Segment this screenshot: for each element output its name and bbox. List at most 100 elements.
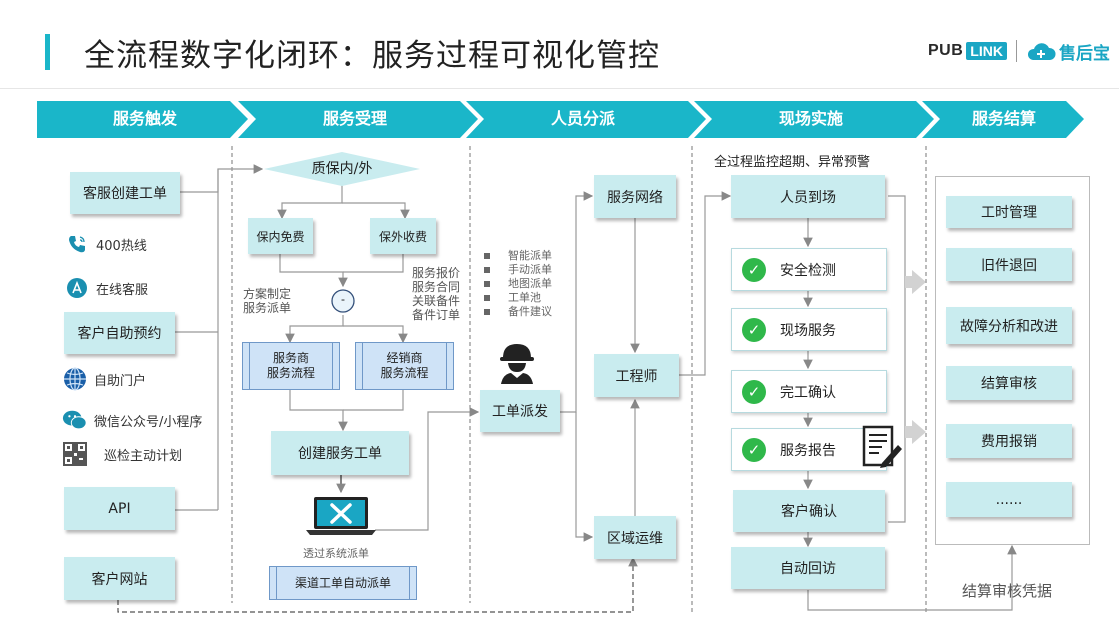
kefu-create-order: 客服创建工单	[70, 172, 180, 214]
stage-service-trigger: 服务触发	[112, 109, 177, 128]
completion-confirm-label: 完工确认	[780, 384, 836, 401]
decision-diamond	[264, 152, 420, 186]
note-parts-order: 备件订单	[412, 308, 461, 322]
strategy-pool: 工单池	[508, 291, 541, 304]
stage-settlement: 服务结算	[971, 109, 1036, 128]
settle-labor-hours: 工时管理	[946, 196, 1072, 228]
online-label: 在线客服	[96, 282, 149, 298]
merge-node	[331, 289, 355, 313]
logo-pub: PUB	[928, 42, 964, 59]
onsite-service: ✓ 现场服务	[731, 308, 887, 351]
safety-check-label: 安全检测	[780, 262, 836, 279]
stage-chevron-1	[37, 101, 248, 138]
strategy-parts: 备件建议	[508, 305, 552, 318]
provider-flow-line2: 服务流程	[266, 366, 315, 380]
customer-self-booking: 客户自助预约	[64, 312, 175, 354]
monitor-note: 全过程监控超期、异常预警	[714, 155, 871, 170]
check-icon: ✓	[742, 317, 766, 342]
safety-check: ✓ 安全检测	[731, 248, 887, 291]
settle-audit: 结算审核	[946, 366, 1072, 400]
stage-chevron-3	[466, 101, 706, 138]
dispatch-strategy-list: 智能派单 手动派单 地图派单 工单池 备件建议	[484, 249, 552, 319]
patrol-label: 巡检主动计划	[104, 448, 183, 464]
laptop-tools-icon	[306, 495, 376, 542]
settlement-basis: 结算审核凭据	[962, 582, 1053, 600]
channel-wechat: 微信公众号/小程序	[62, 407, 202, 433]
settle-fault-analysis: 故障分析和改进	[946, 307, 1072, 344]
onsite-service-label: 现场服务	[780, 322, 836, 339]
strategy-item: 智能派单	[484, 249, 552, 263]
note-parts: 关联备件	[412, 294, 461, 308]
header-divider	[0, 88, 1119, 89]
service-report-label: 服务报告	[780, 442, 836, 459]
completion-confirm: ✓ 完工确认	[731, 370, 887, 413]
dealer-flow-line1: 经销商	[386, 351, 423, 365]
brand-logo: PUB LINK 售后宝	[928, 36, 1110, 66]
note-quote: 服务报价	[412, 266, 461, 280]
system-dispatch-note: 透过系统派单	[303, 547, 369, 560]
wechat-icon	[62, 407, 88, 433]
service-report: ✓ 服务报告	[731, 428, 887, 471]
create-service-order: 创建服务工单	[271, 431, 409, 475]
stage-chevron-2	[238, 101, 478, 138]
portal-label: 自助门户	[94, 373, 147, 389]
order-dispatch: 工单派发	[480, 390, 560, 432]
settle-arrow-bottom	[905, 420, 926, 444]
note-contract: 服务合同	[412, 280, 461, 294]
logo-cn: 售后宝	[1058, 43, 1110, 63]
check-icon: ✓	[742, 379, 766, 404]
strategy-smart: 智能派单	[508, 249, 552, 262]
note-dispatch: 服务派单	[243, 301, 292, 315]
strategy-item: 备件建议	[484, 305, 552, 319]
wechat-label: 微信公众号/小程序	[94, 414, 203, 430]
phone-icon	[64, 231, 90, 257]
note-plan: 方案制定	[243, 287, 292, 301]
dealer-flow-line2: 服务流程	[380, 366, 429, 380]
channel-auto-dispatch: 渠道工单自动派单	[269, 566, 417, 600]
engineer: 工程师	[594, 354, 679, 397]
customer-confirm: 客户确认	[733, 490, 885, 532]
logo-link: LINK	[966, 42, 1007, 60]
stage-chevron-5	[922, 101, 1084, 138]
api-box: API	[64, 487, 175, 530]
cloud-icon	[1027, 43, 1056, 60]
strategy-manual: 手动派单	[508, 263, 552, 276]
out-warranty-charge: 保外收费	[370, 218, 436, 254]
settle-old-parts-return: 旧件退回	[946, 248, 1072, 281]
settle-expense: 费用报销	[946, 424, 1072, 458]
strategy-item: 地图派单	[484, 277, 552, 291]
page-title: 全流程数字化闭环：服务过程可视化管控	[84, 38, 660, 74]
in-warranty-free: 保内免费	[248, 218, 313, 254]
channel-hotline: 400热线	[64, 231, 147, 257]
service-network: 服务网络	[594, 175, 676, 218]
dealer-service-flow: 经销商服务流程	[355, 342, 454, 390]
settle-arrow-top	[905, 270, 926, 294]
report-document-icon	[862, 425, 902, 474]
plan-right-notes: 服务报价 服务合同 关联备件 备件订单	[412, 266, 460, 322]
merge-label: -	[341, 292, 345, 306]
warranty-decision-label: 质保内/外	[311, 161, 373, 177]
title-accent-bar	[45, 34, 50, 70]
plan-left-notes: 方案制定 服务派单	[243, 287, 291, 315]
channel-patrol: 巡检主动计划	[62, 441, 182, 467]
app-store-icon	[64, 275, 90, 301]
customer-website: 客户网站	[64, 557, 175, 600]
stage-chevron-4	[694, 101, 934, 138]
stage-service-accept: 服务受理	[322, 109, 387, 128]
provider-flow-line1: 服务商	[272, 351, 309, 365]
provider-service-flow: 服务商服务流程	[242, 342, 340, 390]
globe-icon	[62, 366, 88, 392]
staff-arrive: 人员到场	[731, 175, 885, 218]
check-icon: ✓	[742, 257, 766, 282]
channel-portal: 自助门户	[62, 366, 146, 392]
strategy-item: 手动派单	[484, 263, 552, 277]
hotline-label: 400热线	[96, 238, 147, 254]
settle-more: ......	[946, 482, 1072, 517]
stage-dispatch: 人员分派	[550, 109, 615, 128]
check-icon: ✓	[742, 437, 766, 462]
stage-onsite: 现场实施	[778, 109, 843, 128]
auto-revisit: 自动回访	[731, 547, 885, 589]
logo-divider	[1015, 40, 1017, 62]
engineer-worker-icon	[495, 340, 539, 389]
